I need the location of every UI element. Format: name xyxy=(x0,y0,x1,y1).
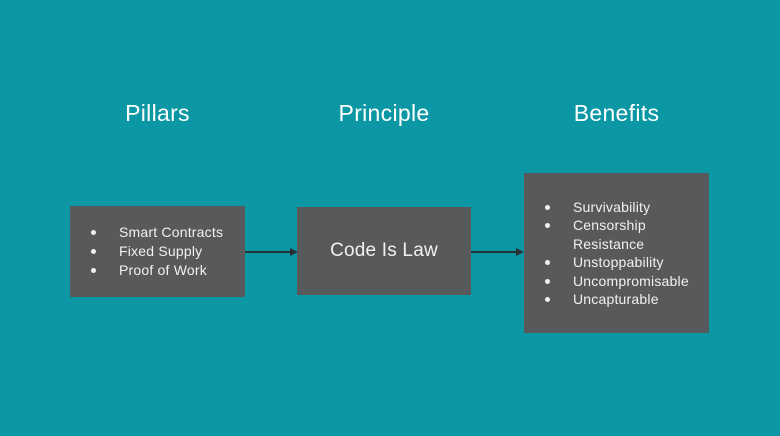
arrow-principle-to-benefits xyxy=(471,248,524,256)
arrow-head-icon xyxy=(516,248,524,256)
bullet-list-item: Uncompromisable xyxy=(524,272,709,291)
bullet-item-label: Survivability xyxy=(573,198,651,215)
bullet-icon xyxy=(545,223,550,228)
bullet-list-item: Censorship Resistance xyxy=(524,216,709,253)
bullet-item-label: Uncompromisable xyxy=(573,272,689,289)
principle-box-label: Code Is Law xyxy=(330,240,438,261)
bullet-icon xyxy=(545,297,550,302)
bullet-item-label: Censorship Resistance xyxy=(573,217,646,252)
bullet-item-label: Smart Contracts xyxy=(119,224,224,240)
bullet-icon xyxy=(91,249,96,254)
bullet-icon xyxy=(545,204,550,210)
bullet-icon xyxy=(545,278,550,284)
bullet-list-item: Unstoppability xyxy=(524,253,709,272)
bullet-list-item: Survivability xyxy=(524,198,709,217)
bullet-item-label: Uncapturable xyxy=(573,291,659,307)
bullet-list-item: Fixed Supply xyxy=(70,242,245,261)
bullet-icon xyxy=(91,230,96,235)
bullet-list-item: Uncapturable xyxy=(524,290,709,309)
column-header-principle: Principle xyxy=(338,100,430,126)
column-header-pillars: Pillars xyxy=(125,100,190,126)
bullet-icon xyxy=(91,268,96,273)
column-header-benefits: Benefits xyxy=(573,100,660,126)
arrow-pillars-to-principle xyxy=(245,248,298,256)
bullet-list-item: Smart Contracts xyxy=(70,223,245,242)
bullet-list-item: Proof of Work xyxy=(70,261,245,280)
bullet-item-label: Fixed Supply xyxy=(119,243,203,259)
bullet-icon xyxy=(545,260,550,265)
bullet-item-label: Proof of Work xyxy=(119,262,207,278)
bullet-item-label: Unstoppability xyxy=(573,254,664,270)
principle-box: Code Is Law xyxy=(297,207,471,295)
arrow-head-icon xyxy=(290,248,298,256)
